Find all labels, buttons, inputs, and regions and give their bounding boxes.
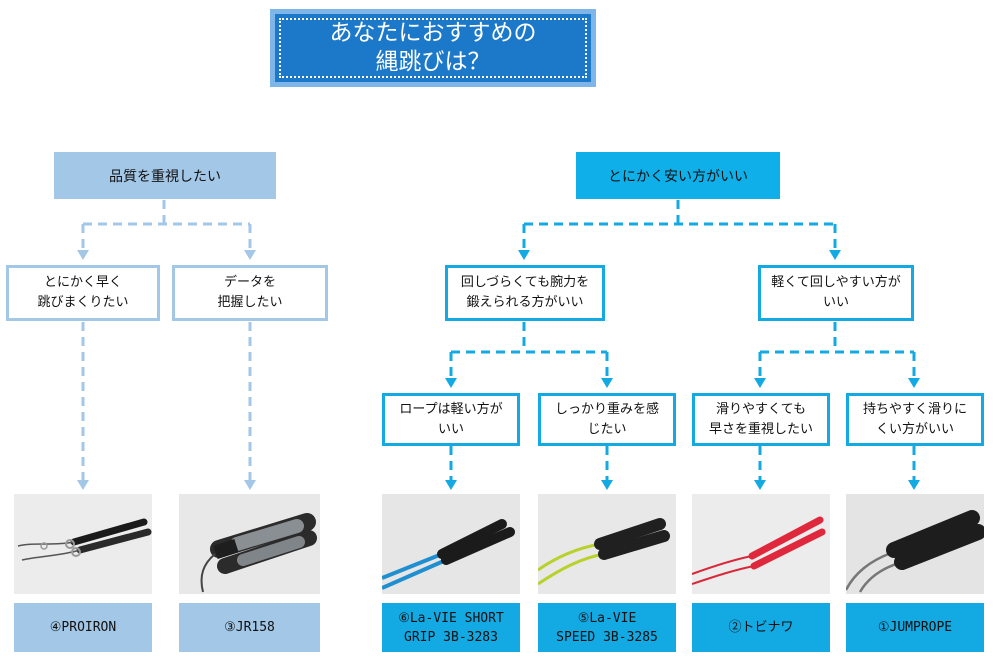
quality-arrowheads xyxy=(77,250,256,490)
quality-branch-lines xyxy=(81,200,252,480)
cheap-arrowheads xyxy=(445,250,920,490)
question-data: データを 把握したい xyxy=(172,265,328,321)
title-banner: あなたにおすすめの 縄跳びは？ xyxy=(270,9,596,87)
question-light: 軽くて回しやすい方が いい xyxy=(758,265,914,321)
question-slippery-fast: 滑りやすくても 早さを重視したい xyxy=(692,393,830,446)
question-grip: 持ちやすく滑りに くい方がいい xyxy=(846,393,984,446)
product-label-proiron: ④PROIRON xyxy=(14,603,152,652)
product-label-tobinawa: ②トビナワ xyxy=(692,603,830,652)
product-label-lavie-short-grip: ⑥La-VIE SHORT GRIP 3B-3283 xyxy=(382,603,520,652)
product-label-lavie-speed: ⑤La-VIE SPEED 3B-3285 xyxy=(538,603,676,652)
product-label-jr158: ③JR158 xyxy=(179,603,320,652)
product-photo-proiron xyxy=(14,494,152,594)
product-photo-tobinawa xyxy=(692,494,830,594)
product-photo-lavie-speed xyxy=(538,494,676,594)
question-jump-fast: とにかく早く 跳びまくりたい xyxy=(6,265,160,321)
product-photo-jumprope xyxy=(846,494,984,594)
question-heavy: しっかり重みを感 じたい xyxy=(538,393,676,446)
product-label-jumprope: ①JUMPROPE xyxy=(846,603,984,652)
product-photo-lavie-short-grip xyxy=(382,494,520,594)
category-quality: 品質を重視したい xyxy=(54,152,276,199)
page-title: あなたにおすすめの 縄跳びは？ xyxy=(329,20,537,75)
category-cheap: とにかく安い方がいい xyxy=(576,152,780,199)
product-photo-jr158 xyxy=(179,494,320,594)
title-dotted-border xyxy=(279,18,587,78)
question-hard-arm: 回しづらくても腕力を 鍛えられる方がいい xyxy=(445,265,605,321)
cheap-branch-lines xyxy=(449,200,916,480)
question-light-rope: ロープは軽い方が いい xyxy=(382,393,520,446)
